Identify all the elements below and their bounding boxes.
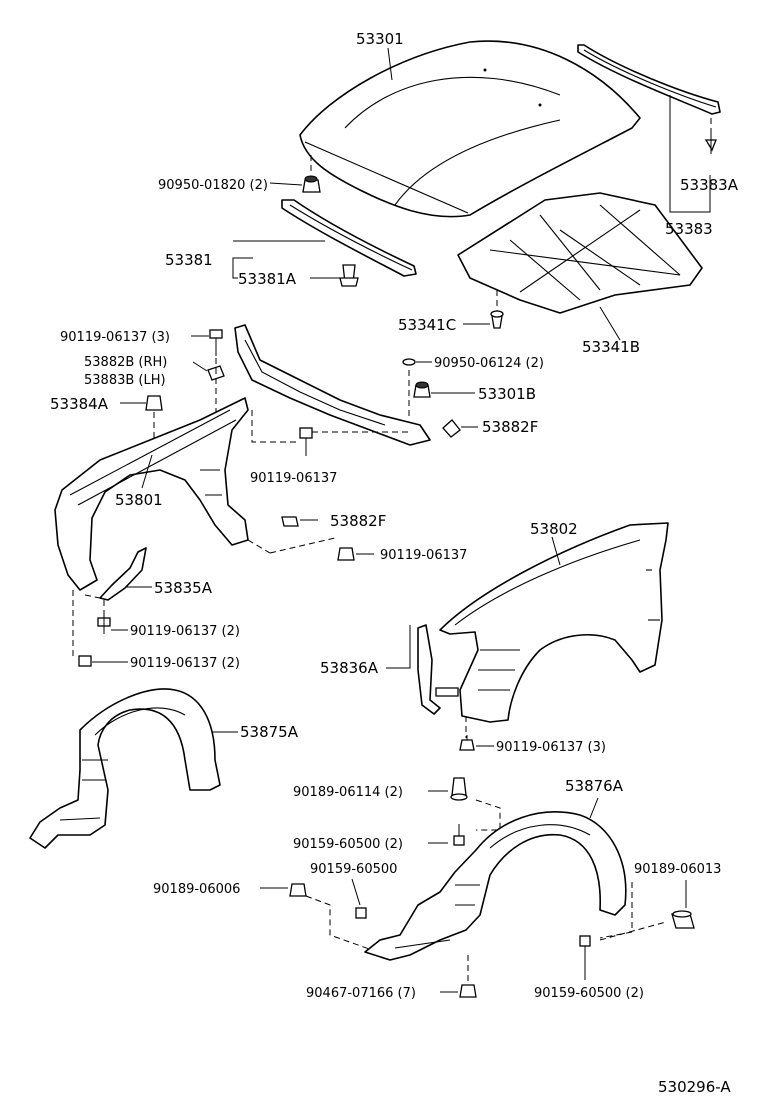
label-53882F-lower: 53882F bbox=[330, 512, 386, 530]
label-53836A: 53836A bbox=[320, 659, 379, 677]
clip-90467-07166 bbox=[459, 984, 477, 998]
cushion-53301B bbox=[413, 381, 431, 398]
label-90119-06137-3: 90119-06137 (3) bbox=[60, 330, 170, 345]
diagram-id: 530296-A bbox=[658, 1078, 731, 1096]
label-53301: 53301 bbox=[356, 30, 404, 48]
bolt-90119-06137-upper bbox=[209, 329, 223, 356]
bracket-53835A bbox=[99, 547, 147, 601]
label-90189-06006: 90189-06006 bbox=[153, 882, 240, 897]
washer-90950-06124 bbox=[402, 358, 416, 366]
fender-liner-53876A bbox=[364, 811, 627, 961]
bolt-90119-06137-a bbox=[97, 612, 111, 634]
fender-53801 bbox=[54, 397, 249, 591]
fender-53802 bbox=[439, 522, 669, 723]
clip-53882F-lower bbox=[281, 516, 299, 527]
label-90159-60500-2a: 90159-60500 (2) bbox=[293, 837, 403, 852]
hood-panel bbox=[299, 40, 641, 218]
hood-cushion-90950-01820 bbox=[302, 175, 321, 193]
hood-seal-53381 bbox=[281, 199, 417, 277]
clip-53341C bbox=[490, 310, 504, 329]
clip-53384A bbox=[145, 395, 163, 411]
hood-insulator-53341B bbox=[457, 192, 703, 314]
label-53875A: 53875A bbox=[240, 723, 299, 741]
label-53341B: 53341B bbox=[582, 338, 640, 356]
bolt-90119-06137-right bbox=[337, 547, 355, 561]
bolt-90119-06137-mid bbox=[299, 427, 313, 456]
screw-90159-60500-b bbox=[355, 907, 367, 919]
label-53802: 53802 bbox=[530, 520, 578, 538]
label-53381: 53381 bbox=[165, 251, 213, 269]
clip-90189-06006 bbox=[289, 883, 307, 897]
fender-support-bracket bbox=[234, 324, 431, 446]
label-90950-01820: 90950-01820 (2) bbox=[158, 178, 268, 193]
clip-90189-06013 bbox=[671, 910, 695, 929]
label-90159-60500: 90159-60500 bbox=[310, 862, 397, 877]
label-53381A: 53381A bbox=[238, 270, 297, 288]
label-90119-06137-3b: 90119-06137 (3) bbox=[496, 740, 606, 755]
label-90467-07166: 90467-07166 (7) bbox=[306, 986, 416, 1001]
label-53882F-upper: 53882F bbox=[482, 418, 538, 436]
label-90119-06137-a: 90119-06137 bbox=[250, 471, 337, 486]
label-53835A: 53835A bbox=[154, 579, 213, 597]
bolt-90119-06137-lower bbox=[459, 735, 475, 751]
label-90159-60500-2b: 90159-60500 (2) bbox=[534, 986, 644, 1001]
label-90119-06137-b: 90119-06137 bbox=[380, 548, 467, 563]
bolt-90119-06137-b bbox=[78, 655, 92, 667]
clip-53381A bbox=[339, 264, 359, 287]
label-53383: 53383 bbox=[665, 220, 713, 238]
clip-53383A bbox=[704, 134, 717, 154]
label-53883B: 53883B (LH) bbox=[84, 373, 166, 388]
label-90950-06124: 90950-06124 (2) bbox=[434, 356, 544, 371]
label-53383A: 53383A bbox=[680, 176, 739, 194]
label-53801: 53801 bbox=[115, 491, 163, 509]
bracket-53836A bbox=[417, 624, 459, 715]
label-53384A: 53384A bbox=[50, 395, 109, 413]
hood-seal-53383 bbox=[577, 44, 721, 115]
label-53301B: 53301B bbox=[478, 385, 536, 403]
screw-90159-60500-c bbox=[579, 935, 591, 947]
label-90119-06137-2b: 90119-06137 (2) bbox=[130, 656, 240, 671]
label-53341C: 53341C bbox=[398, 316, 456, 334]
screw-90159-60500-a bbox=[453, 824, 465, 846]
label-90119-06137-2a: 90119-06137 (2) bbox=[130, 624, 240, 639]
label-90189-06013: 90189-06013 bbox=[634, 862, 721, 877]
fender-liner-53875A bbox=[29, 688, 221, 849]
label-53876A: 53876A bbox=[565, 777, 624, 795]
label-53882B: 53882B (RH) bbox=[84, 355, 167, 370]
clip-90189-06114 bbox=[450, 777, 468, 801]
label-90189-06114: 90189-06114 (2) bbox=[293, 785, 403, 800]
clip-53882F-upper bbox=[442, 419, 461, 438]
